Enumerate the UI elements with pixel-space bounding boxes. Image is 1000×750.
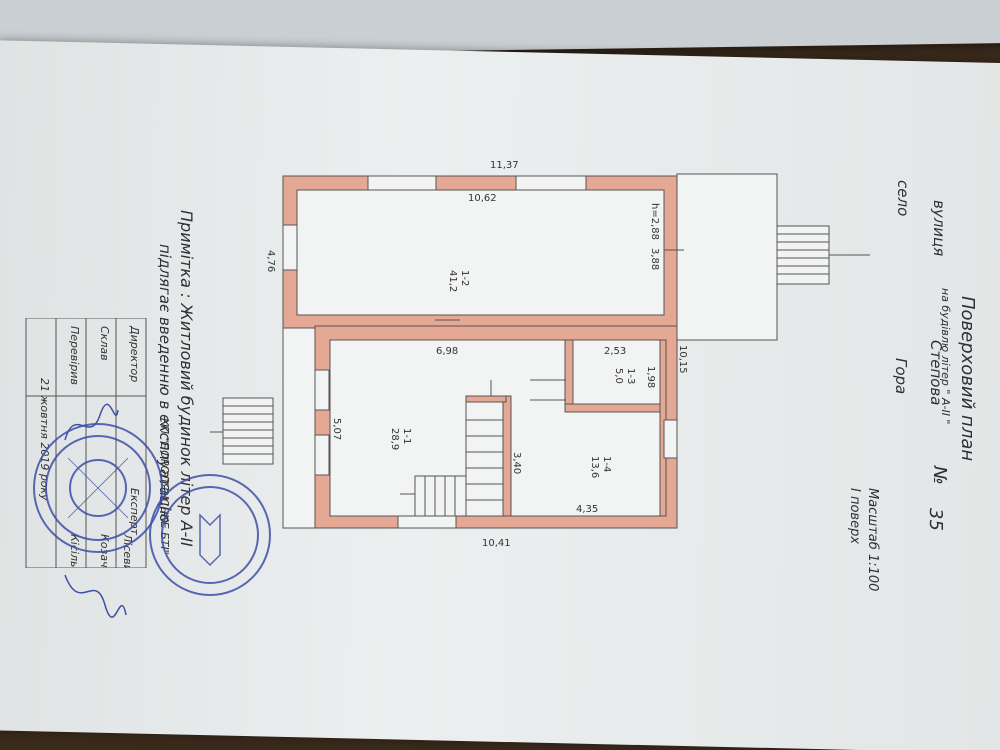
round-stamp-right (149, 474, 271, 596)
room-1-4-num: 1-4 (601, 456, 612, 472)
company-name: КП "БОРОДЯНСЬКЕ БТІ" (158, 418, 171, 555)
round-stamp-left (33, 423, 163, 553)
window-west-3 (314, 434, 330, 476)
stairs-interior (400, 401, 504, 517)
room-1-2-floor (296, 189, 665, 316)
room-1-1-area: 28,9 (389, 428, 400, 450)
dim-left: 4,76 (265, 250, 276, 272)
trident-emblem (199, 513, 221, 567)
signer-role-expert: Експерт (128, 488, 141, 536)
signer-role-compiler: Склав (98, 326, 111, 361)
dim-mid-width: 6,98 (436, 346, 458, 357)
dim-room-1-4-depth: 3,40 (511, 452, 522, 474)
dim-height: h=2,88 (649, 203, 660, 240)
window-east-1 (663, 419, 678, 459)
signature-scribble-1 (64, 403, 119, 441)
dim-right: 10,15 (677, 345, 688, 374)
signer-name-expert: Лісевич (121, 533, 134, 568)
stairs-east (776, 225, 870, 285)
room-1-3-area: 5,0 (613, 368, 624, 384)
room-1-1-num: 1-1 (401, 428, 412, 444)
window-west-2 (314, 369, 330, 411)
dim-room-1-3-depth: 1,98 (645, 366, 656, 388)
stairs-west (210, 397, 274, 465)
room-1-3-num: 1-3 (625, 368, 636, 384)
signature-table: Директор Склав Перевірив 21 жовтня 2019 … (25, 318, 171, 568)
signer-name-checker: Кісіль (68, 534, 81, 567)
floor-line: І поверх (847, 488, 862, 545)
scale-line: Масштаб 1:100 (865, 488, 880, 592)
room-1-4-area: 13,6 (589, 456, 600, 478)
sign-date: 21 жовтня 2019 року (38, 378, 51, 501)
room-1-2-area: 41,2 (447, 270, 458, 292)
window-south-1 (397, 515, 457, 529)
dim-room-1-3-width: 2,53 (604, 346, 626, 357)
room-1-2-num: 1-2 (459, 270, 470, 286)
village-label: село (894, 180, 912, 217)
signature-scribble-2 (64, 574, 127, 618)
street-label: вулиця (930, 200, 948, 257)
village-name: Гора (892, 358, 910, 395)
dim-bottom: 10,41 (482, 538, 511, 549)
terrace (676, 173, 778, 341)
street-name: Степова (927, 340, 945, 406)
dim-room-1-4-width: 4,35 (576, 504, 598, 515)
signer-role-checker: Перевірив (68, 326, 81, 385)
porch-west (282, 327, 316, 529)
dim-room-1-2-depth: 3,88 (649, 248, 660, 270)
window-north-2 (515, 175, 587, 191)
dim-overall-top: 11,37 (490, 160, 519, 171)
window-north-1 (367, 175, 437, 191)
dim-room-1-1-depth: 5,07 (331, 418, 342, 440)
number-value: 35 (925, 508, 946, 531)
dim-inner-top: 10,62 (468, 193, 497, 204)
window-west-1 (282, 224, 298, 271)
signer-role-director: Директор (128, 325, 141, 382)
plan-title: Поверховий план (957, 296, 978, 462)
number-label: № (929, 466, 950, 485)
